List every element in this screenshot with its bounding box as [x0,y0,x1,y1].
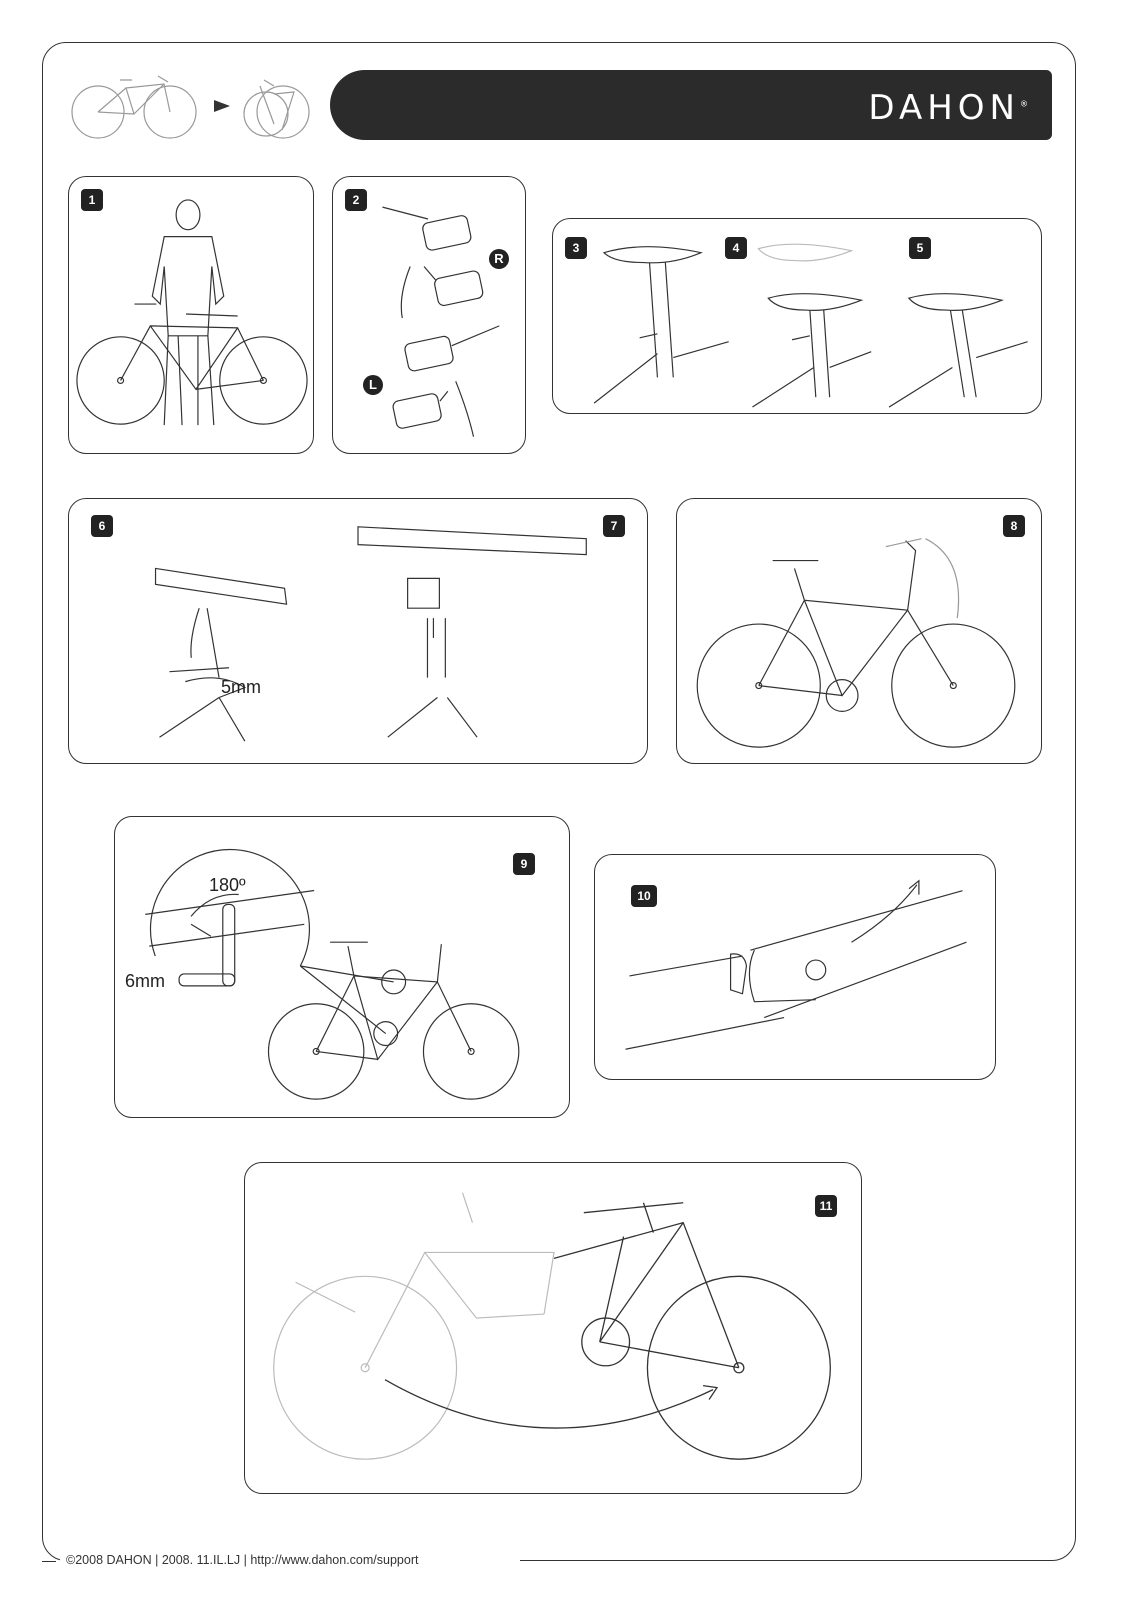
panel-step-8: 8 [676,498,1042,764]
hex-key-size-label: 5mm [221,677,261,697]
rotation-label: 180º [209,875,246,895]
handlebar-stem-illustration [154,526,587,742]
footer-text: ©2008 DAHON | 2008. 11.IL.LJ | http://ww… [66,1553,419,1567]
step-number: 3 [565,237,587,259]
right-pedal-badge: R [489,249,509,269]
seatpost-illustration [593,243,1028,408]
page-frame [42,42,1076,1561]
folding-overview-icon [71,75,310,139]
panel-step-2: 2 R L [332,176,526,454]
frame-latch-illustration [625,879,967,1050]
step-number: 6 [91,515,113,537]
step-number: 7 [603,515,625,537]
pedal-install-illustration [382,206,500,437]
left-pedal-badge: L [363,375,383,395]
panel-step-10: 10 [594,854,996,1080]
rider-with-bike-illustration [76,199,308,426]
step-number: 9 [513,853,535,875]
panel-step-9: 9 180º 6mm [114,816,570,1118]
hex-key-size-label: 6mm [125,971,165,991]
step-number: 4 [725,237,747,259]
frame-hinge-illustration [145,848,520,1100]
dahon-logo: DAHON® [868,88,1028,128]
footer-rule [42,1561,56,1562]
step-number: 5 [909,237,931,259]
panel-steps-3-5: 3 4 5 [552,218,1042,414]
panel-step-11: 11 [244,1162,862,1494]
footer-mask [60,1550,520,1574]
fold-bike-illustration [273,1192,831,1460]
step-number: 11 [815,1195,837,1217]
panel-steps-6-7: 6 7 5mm [68,498,648,764]
handlebar-fold-illustration [696,538,1016,748]
header-bar: DAHON® [330,70,1052,140]
step-number: 1 [81,189,103,211]
step-number: 2 [345,189,367,211]
step-number: 10 [631,885,657,907]
step-number: 8 [1003,515,1025,537]
panel-step-1: 1 [68,176,314,454]
